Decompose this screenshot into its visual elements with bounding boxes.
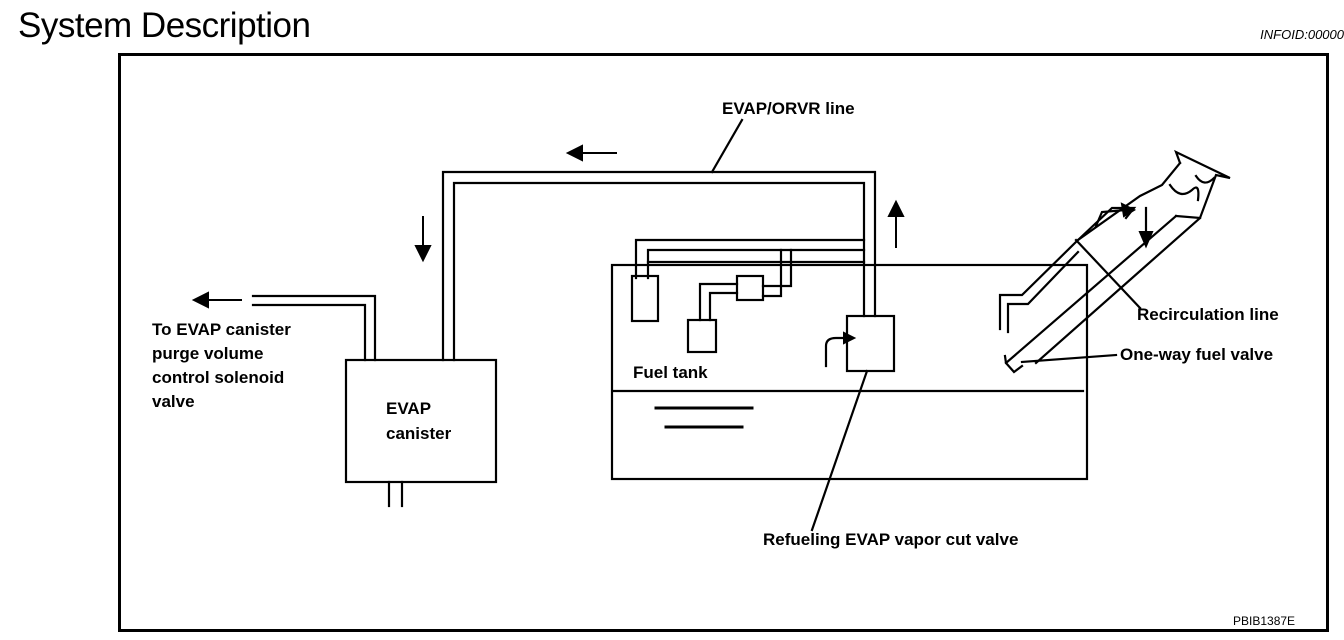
evap-canister-label-2: canister	[386, 424, 452, 443]
lower-square-valve	[686, 318, 718, 354]
recirculation-line-label: Recirculation line	[1137, 305, 1279, 324]
figure-reference: PBIB1387E	[1233, 614, 1296, 628]
fuel-tank-label: Fuel tank	[633, 363, 708, 382]
one-way-fuel-valve-label: One-way fuel valve	[1120, 345, 1274, 364]
purge-line-outer	[251, 294, 377, 362]
evap-orvr-line-inner	[452, 181, 866, 362]
evap-orvr-line-label: EVAP/ORVR line	[722, 99, 855, 118]
diagram-frame	[118, 53, 1329, 632]
to-purge-label-1: To EVAP canister	[152, 320, 291, 339]
evap-orvr-line-outer	[441, 170, 877, 362]
evap-canister-label-1: EVAP	[386, 399, 432, 418]
small-valve	[735, 274, 765, 302]
info-id: INFOID:00000	[1260, 27, 1344, 42]
to-purge-label-2: purge volume	[152, 344, 264, 363]
vent-valve-left	[630, 274, 660, 323]
refueling-cut-valve-label: Refueling EVAP vapor cut valve	[763, 530, 1019, 549]
to-purge-label-3: control solenoid	[152, 368, 285, 387]
refueling-cut-valve-box	[845, 314, 896, 373]
purge-line-inner	[251, 303, 367, 362]
fuel-tank-box	[610, 263, 1089, 481]
evap-canister-box	[344, 358, 498, 484]
to-purge-label-4: valve	[152, 392, 195, 411]
page-title: System Description	[18, 6, 311, 45]
